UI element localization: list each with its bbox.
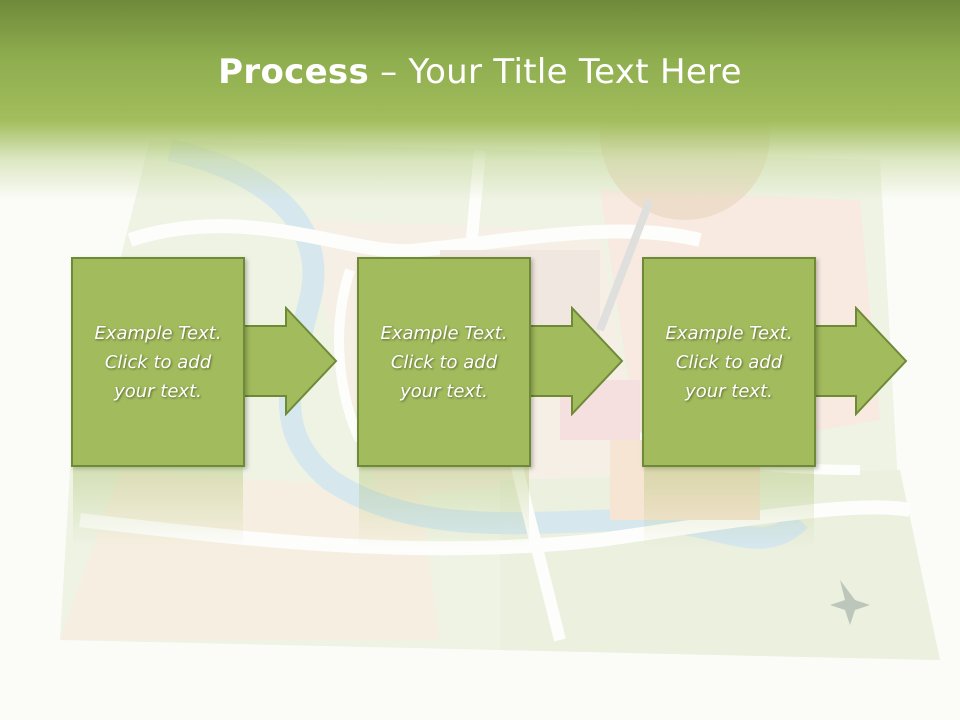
step-3-arrow	[809, 306, 908, 416]
step-3-line-3: your text.	[685, 380, 773, 402]
step-1-line-3: your text.	[114, 380, 202, 402]
slide-title[interactable]: Process – Your Title Text Here	[0, 52, 960, 92]
step-2-line-2: Click to add	[390, 351, 498, 373]
step-1-arrow	[239, 306, 338, 416]
title-bold-text: Process	[218, 52, 370, 92]
title-rest-text: – Your Title Text Here	[369, 52, 742, 92]
step-2-line-3: your text.	[400, 380, 488, 402]
step-2-box[interactable]: Example Text. Click to add your text.	[357, 257, 531, 467]
step-1-box[interactable]: Example Text. Click to add your text.	[71, 257, 245, 467]
step-1-line-2: Click to add	[104, 351, 212, 373]
step-3-line-2: Click to add	[675, 351, 783, 373]
step-3-box[interactable]: Example Text. Click to add your text.	[642, 257, 816, 467]
step-3-reflection	[644, 467, 814, 547]
step-1-reflection	[73, 467, 243, 547]
step-3-line-1: Example Text.	[665, 322, 793, 344]
title-bar-background	[0, 0, 960, 200]
step-2-line-1: Example Text.	[380, 322, 508, 344]
step-1-line-1: Example Text.	[94, 322, 222, 344]
step-2-reflection	[359, 467, 529, 547]
step-2-arrow	[525, 306, 624, 416]
